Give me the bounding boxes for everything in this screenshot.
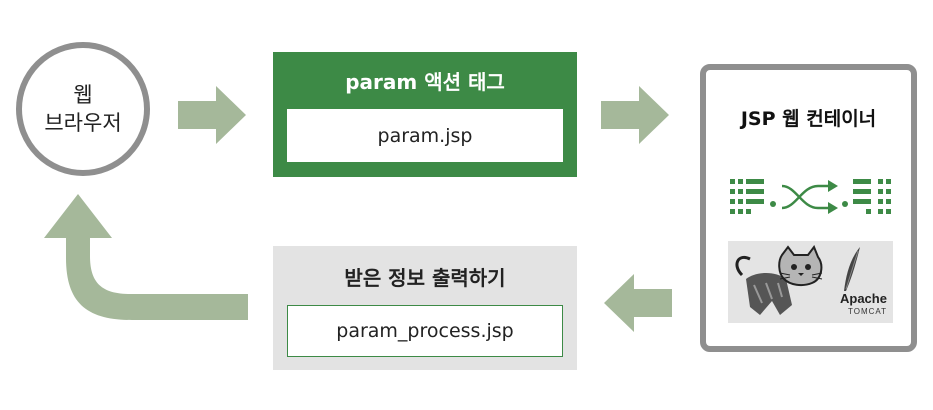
arrow-right-icon xyxy=(178,86,246,144)
apache-feather-icon xyxy=(844,247,860,291)
browser-label-line1: 웹 xyxy=(73,83,93,107)
param-action-tag-box: param 액션 태그 param.jsp xyxy=(273,52,577,177)
param-jsp-file: param.jsp xyxy=(287,109,563,162)
jsp-web-container: JSP 웹 컨테이너 xyxy=(700,64,917,352)
param-process-jsp-label: param_process.jsp xyxy=(336,320,514,342)
data-shuffle-icon xyxy=(730,179,891,214)
tomcat-logo-subtext: TOMCAT xyxy=(848,307,888,316)
param-process-jsp-file: param_process.jsp xyxy=(287,305,563,357)
arrow-right-icon xyxy=(601,86,669,144)
param-action-title: param 액션 태그 xyxy=(345,70,505,94)
apache-tomcat-logo: Apache TOMCAT xyxy=(728,241,893,323)
container-title: JSP 웹 컨테이너 xyxy=(740,108,877,130)
param-jsp-label: param.jsp xyxy=(377,124,473,147)
arrow-left-icon xyxy=(604,274,672,332)
return-arrow-up-icon xyxy=(44,194,248,320)
receive-info-output-box: 받은 정보 출력하기 param_process.jsp xyxy=(273,246,577,370)
tomcat-cat-icon xyxy=(735,245,823,315)
apache-logo-text: Apache xyxy=(840,291,887,306)
browser-label-line2: 브라우저 xyxy=(44,111,122,135)
receive-info-title: 받은 정보 출력하기 xyxy=(344,266,506,290)
web-browser-node: 웹 브라우저 xyxy=(16,42,150,176)
